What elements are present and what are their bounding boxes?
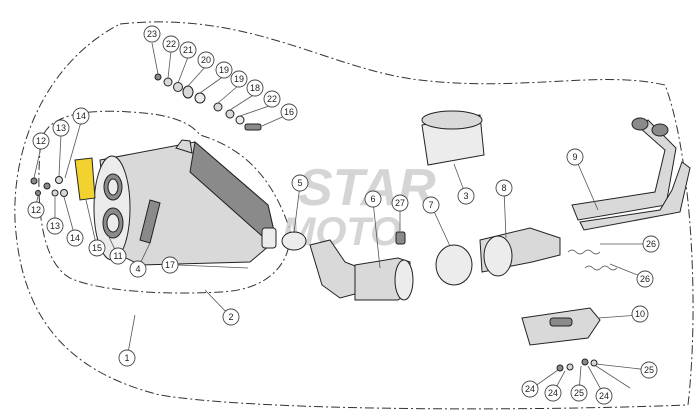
callout-21: 21 — [179, 41, 197, 59]
cylinder-3 — [421, 110, 485, 166]
svg-text:16: 16 — [284, 107, 294, 117]
callout-25: 25 — [570, 384, 588, 402]
callout-26: 26 — [636, 270, 654, 288]
svg-text:13: 13 — [50, 221, 60, 231]
callout-6: 6 — [364, 190, 382, 208]
svg-text:15: 15 — [92, 243, 102, 253]
svg-text:12: 12 — [31, 205, 41, 215]
svg-text:26: 26 — [640, 274, 650, 284]
callout-26: 26 — [642, 235, 660, 253]
callout-24: 24 — [595, 387, 613, 405]
callout-24: 24 — [521, 380, 539, 398]
svg-text:21: 21 — [183, 45, 193, 55]
top-fastener-stack — [154, 73, 262, 131]
callout-15: 15 — [88, 239, 106, 257]
bolt-27 — [395, 231, 406, 245]
bottom-hardware — [556, 358, 598, 372]
springs-26 — [567, 249, 618, 271]
callout-18: 18 — [246, 79, 264, 97]
callout-20: 20 — [197, 51, 215, 69]
callout-23: 23 — [143, 25, 161, 43]
svg-text:26: 26 — [646, 239, 656, 249]
mounting-bracket — [74, 157, 96, 201]
svg-text:24: 24 — [599, 391, 609, 401]
svg-text:24: 24 — [548, 388, 558, 398]
callout-14: 14 — [72, 107, 90, 125]
silencer-body — [93, 139, 277, 266]
left-fasteners — [30, 176, 68, 197]
assembly-1-boundary — [14, 21, 694, 410]
callout-group: 23 22 21 20 19 19 18 22 16 14 13 12 12 1… — [27, 25, 660, 405]
callout-4: 4 — [129, 260, 147, 278]
clamp-7 — [435, 244, 473, 286]
callout-12: 12 — [32, 132, 50, 150]
svg-text:2: 2 — [228, 312, 233, 322]
heat-shield-10 — [521, 307, 601, 346]
callout-22: 22 — [263, 90, 281, 108]
collector-8 — [479, 227, 561, 277]
link-pipe — [309, 239, 414, 301]
callout-19: 19 — [215, 61, 233, 79]
svg-text:23: 23 — [147, 29, 157, 39]
svg-text:13: 13 — [56, 123, 66, 133]
svg-text:6: 6 — [370, 194, 375, 204]
header-pipes-9 — [571, 117, 691, 231]
svg-text:27: 27 — [395, 198, 405, 208]
svg-text:25: 25 — [644, 365, 654, 375]
callout-22: 22 — [162, 35, 180, 53]
callout-5: 5 — [291, 174, 309, 192]
callout-10: 10 — [631, 305, 649, 323]
callout-17: 17 — [161, 256, 179, 274]
svg-text:24: 24 — [525, 384, 535, 394]
callout-2: 2 — [222, 308, 240, 326]
svg-text:4: 4 — [135, 264, 140, 274]
svg-text:25: 25 — [574, 388, 584, 398]
callout-27: 27 — [391, 194, 409, 212]
callout-19: 19 — [230, 70, 248, 88]
svg-text:14: 14 — [76, 111, 86, 121]
watermark-line1: STAR — [298, 159, 436, 217]
svg-text:22: 22 — [267, 94, 277, 104]
svg-text:22: 22 — [166, 39, 176, 49]
callout-14: 14 — [66, 229, 84, 247]
svg-text:20: 20 — [201, 55, 211, 65]
clamp-5 — [281, 231, 307, 251]
callout-3: 3 — [457, 187, 475, 205]
callout-11: 11 — [109, 247, 127, 265]
svg-text:18: 18 — [250, 83, 260, 93]
svg-text:17: 17 — [165, 260, 175, 270]
callout-25: 25 — [640, 361, 658, 379]
callout-9: 9 — [566, 148, 584, 166]
svg-text:1: 1 — [124, 353, 129, 363]
callout-16: 16 — [280, 103, 298, 121]
callout-12: 12 — [27, 201, 45, 219]
svg-text:8: 8 — [501, 183, 506, 193]
svg-text:10: 10 — [635, 309, 645, 319]
svg-text:14: 14 — [70, 233, 80, 243]
svg-text:3: 3 — [463, 191, 468, 201]
callout-13: 13 — [52, 119, 70, 137]
callout-13: 13 — [46, 217, 64, 235]
svg-text:19: 19 — [234, 74, 244, 84]
callout-8: 8 — [495, 179, 513, 197]
svg-text:7: 7 — [428, 200, 433, 210]
callout-24: 24 — [544, 384, 562, 402]
svg-text:12: 12 — [36, 136, 46, 146]
svg-text:9: 9 — [572, 152, 577, 162]
svg-text:5: 5 — [297, 178, 302, 188]
callout-7: 7 — [422, 196, 440, 214]
svg-text:19: 19 — [219, 65, 229, 75]
callout-1: 1 — [118, 349, 136, 367]
svg-text:11: 11 — [113, 251, 122, 261]
